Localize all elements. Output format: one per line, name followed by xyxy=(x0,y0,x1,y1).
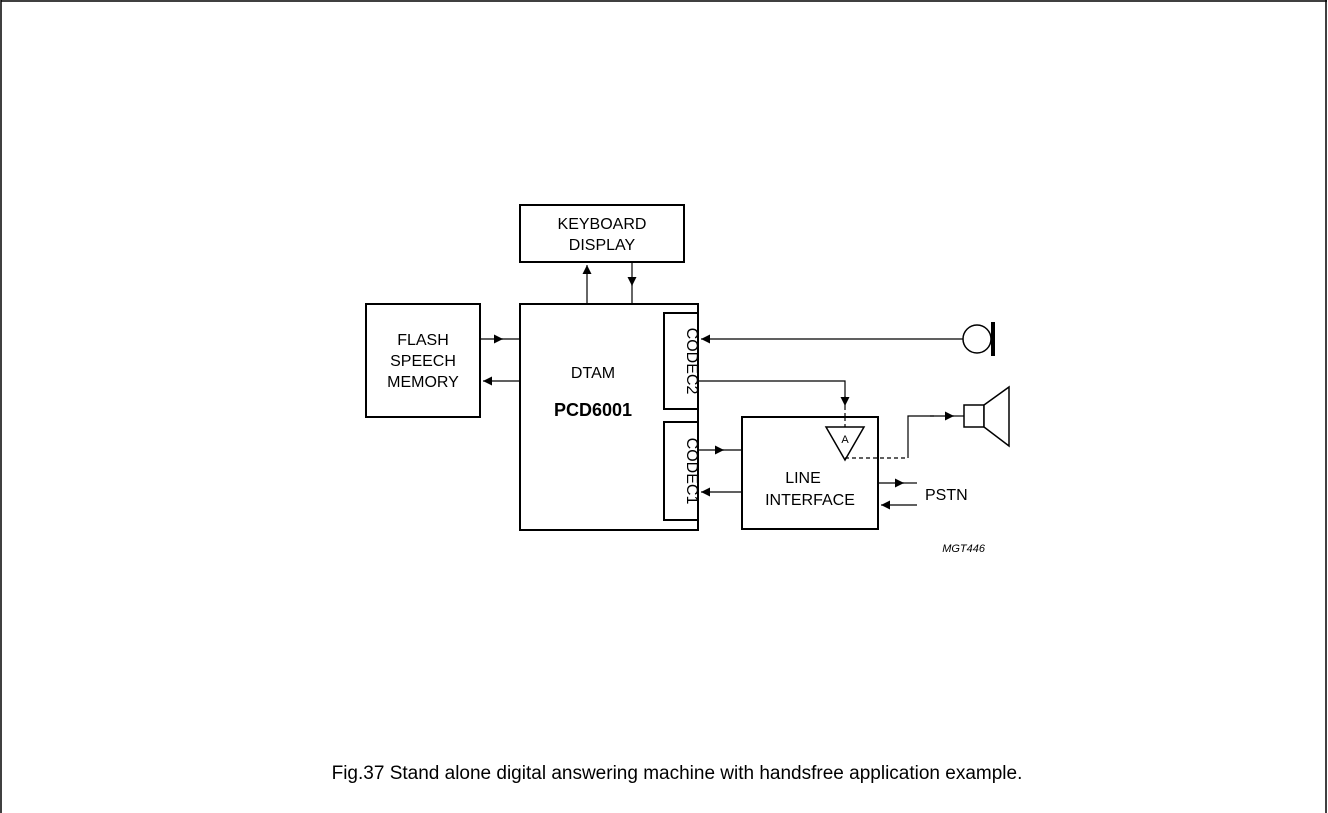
codec2-block: CODEC2 xyxy=(663,312,700,410)
speech-label: SPEECH xyxy=(390,353,456,370)
keyboard-display-block: KEYBOARD DISPLAY xyxy=(519,204,685,263)
memory-label: MEMORY xyxy=(387,374,459,391)
codec2-label: CODEC2 xyxy=(683,328,700,395)
codec1-block: CODEC1 xyxy=(663,421,700,521)
amplifier-icon: A xyxy=(824,417,908,462)
codec1-line-arrows xyxy=(698,445,742,497)
pstn-label: PSTN xyxy=(925,487,968,504)
flash-dtam-arrows xyxy=(480,334,520,386)
pcd6001-label: PCD6001 xyxy=(554,400,632,420)
dtam-block: DTAM PCD6001 xyxy=(519,303,699,531)
dtam-label: DTAM xyxy=(571,365,615,382)
flash-label: FLASH xyxy=(397,332,449,349)
codec2-to-amplifier-path xyxy=(698,380,850,417)
pstn-arrows xyxy=(878,478,917,510)
amplifier-label: A xyxy=(841,434,849,446)
display-label: DISPLAY xyxy=(569,237,636,254)
microphone-icon xyxy=(962,322,995,356)
keyboard-dtam-arrows xyxy=(582,262,637,304)
figure-ref: MGT446 xyxy=(942,543,986,555)
interface-label: INTERFACE xyxy=(765,492,855,509)
flash-memory-block: FLASH SPEECH MEMORY xyxy=(365,303,481,418)
codec1-label: CODEC1 xyxy=(683,438,700,505)
figure-caption: Fig.37 Stand alone digital answering mac… xyxy=(332,763,1023,784)
keyboard-label: KEYBOARD xyxy=(558,216,647,233)
line-interface-block: LINE INTERFACE xyxy=(741,416,879,530)
line-label: LINE xyxy=(785,470,821,487)
amplifier-to-speaker-path xyxy=(907,411,964,458)
speaker-icon xyxy=(963,385,1010,448)
